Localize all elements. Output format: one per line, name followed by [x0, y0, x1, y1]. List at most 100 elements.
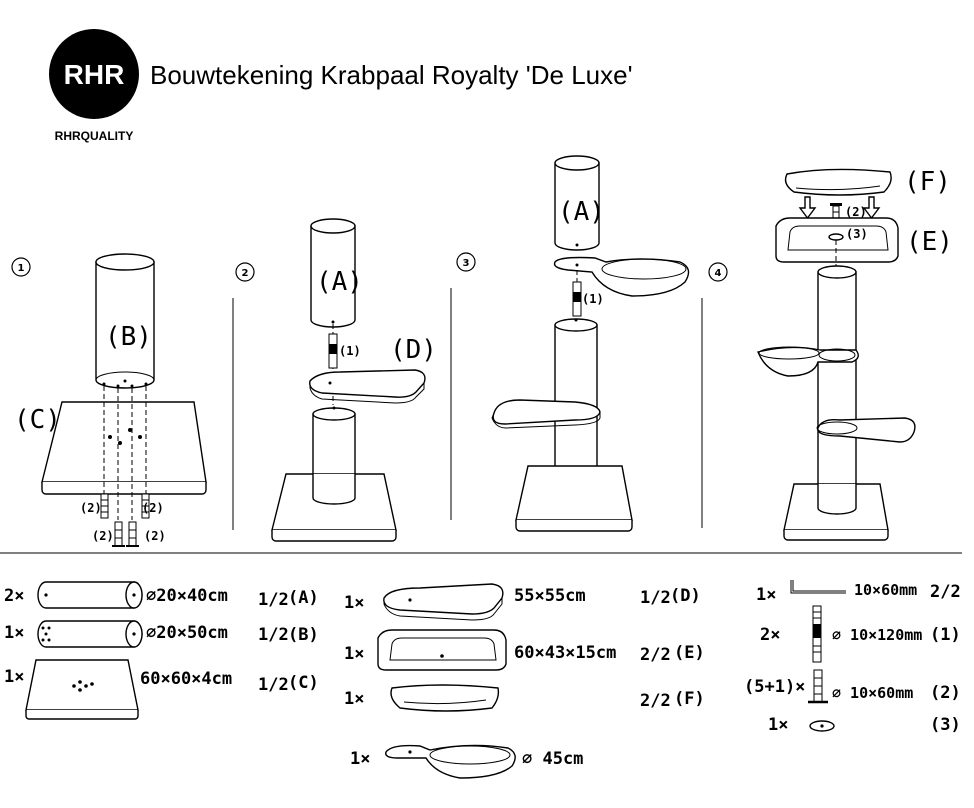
screw-icon — [100, 493, 109, 519]
label-f: (F) — [904, 167, 951, 197]
step-number: 1 — [18, 263, 25, 274]
step-1: 1 (B) (C) (2) (2) (2) (2) — [11, 253, 207, 547]
screw-label: (2) — [92, 529, 114, 543]
screw-label: (2) — [80, 501, 102, 515]
logo-mark: RHR — [64, 59, 125, 90]
base — [515, 465, 633, 521]
step-number-badge — [708, 262, 728, 282]
label-b: (B) — [105, 322, 152, 352]
hw-code: (2) — [930, 683, 961, 703]
screw-icon — [126, 521, 139, 547]
part-code: (C) — [288, 673, 319, 693]
hw-qty: 1× — [768, 715, 788, 735]
hardware-row: 2× ∅ 10×120mm (1) — [760, 605, 961, 663]
part-ratio: 2/2 — [640, 691, 671, 711]
part-code: (D) — [670, 586, 701, 606]
pillar-a — [554, 162, 600, 251]
screw-label: (1) — [582, 292, 604, 306]
part-qty: 1× — [350, 749, 370, 769]
header: RHR RHRQUALITY Bouwtekening Krabpaal Roy… — [49, 29, 633, 143]
part-ratio: 2/2 — [640, 645, 671, 665]
part-row: 1× ∅ 45cm — [350, 744, 583, 779]
part-size: 55×55cm — [514, 586, 586, 606]
cushion-f-icon — [390, 684, 500, 712]
part-row: 1× ∅20×50cm 1/2 (B) — [4, 620, 319, 648]
base-c — [41, 401, 207, 483]
step-4: 4 (F) (2) (3) (E) — [708, 167, 953, 541]
part-qty: 1× — [344, 689, 364, 709]
step-number-badge — [235, 262, 255, 282]
part-size: ∅20×50cm — [146, 623, 228, 643]
hw-size: 10×60mm — [854, 581, 917, 599]
arrow-down-icon — [862, 196, 881, 220]
part-ratio: 1/2 — [258, 675, 289, 695]
screw-label: (1) — [339, 344, 361, 358]
part-code: (A) — [288, 588, 319, 608]
bolt-icon — [812, 605, 822, 663]
label-e: (E) — [906, 227, 953, 257]
part-qty: 1× — [4, 667, 24, 687]
label-a: (A) — [316, 267, 363, 297]
allen-key-icon — [790, 580, 846, 594]
hardware-list: 1× 10×60mm 2/2 2× ∅ 10×120mm (1) (5+1)× — [744, 580, 961, 735]
label-a: (A) — [558, 197, 605, 227]
cushion-f — [784, 168, 892, 196]
parts-list-middle: 1× 55×55cm 1/2 (D) 1× 60×43×15cm 2/2 (E)… — [344, 583, 705, 779]
part-code: (F) — [674, 689, 705, 709]
bed-e-icon — [377, 629, 507, 671]
hw-qty: (5+1)× — [744, 677, 805, 697]
bowl-icon — [385, 744, 516, 779]
screw-label: (2) — [845, 205, 867, 219]
part-row: 1× 60×43×15cm 2/2 (E) — [344, 629, 705, 671]
step-number: 3 — [463, 258, 470, 269]
part-code: (E) — [674, 643, 705, 663]
part-row: 1× 55×55cm 1/2 (D) — [344, 583, 701, 621]
pillar-a — [310, 225, 356, 328]
part-row: 1× 2/2 (F) — [344, 684, 705, 712]
bowl-platform — [553, 256, 690, 297]
part-code: (B) — [288, 625, 319, 645]
hw-qty: 2× — [760, 625, 780, 645]
bolt-icon — [328, 333, 338, 369]
hw-size: ∅ 10×120mm — [832, 626, 922, 644]
bolt-icon — [572, 281, 582, 317]
screw-label: (2) — [142, 501, 164, 515]
platform-d — [309, 369, 426, 398]
logo-caption: RHRQUALITY — [55, 129, 134, 143]
part-qty: 1× — [344, 593, 364, 613]
part-ratio: 1/2 — [640, 588, 671, 608]
base-c-icon — [25, 659, 139, 711]
step-2: 2 (A) (1) (D) — [235, 218, 437, 542]
part-qty: 1× — [4, 623, 24, 643]
step-number-badge — [456, 252, 476, 272]
platform-d — [817, 417, 916, 443]
page-title: Bouwtekening Krabpaal Royalty 'De Luxe' — [150, 60, 633, 90]
part-qty: 1× — [344, 644, 364, 664]
step-number: 4 — [715, 268, 722, 279]
hw-code: (1) — [930, 625, 961, 645]
label-d: (D) — [390, 335, 437, 365]
part-ratio: 1/2 — [258, 590, 289, 610]
hw-code: (3) — [930, 715, 961, 735]
part-size: 60×60×4cm — [140, 669, 232, 689]
hardware-row: (5+1)× ∅ 10×60mm (2) — [744, 669, 961, 704]
screw-icon — [141, 493, 150, 519]
screw-icon — [112, 521, 125, 547]
arrow-down-icon — [798, 196, 817, 220]
logo-circle — [49, 29, 139, 119]
part-size: ∅ 45cm — [522, 749, 583, 769]
screw-label: (2) — [144, 529, 166, 543]
hardware-row: 1× 10×60mm 2/2 — [756, 580, 961, 605]
screw-label: (3) — [846, 227, 868, 241]
part-qty: 2× — [4, 586, 24, 606]
step-3: 3 (A) (1) — [456, 155, 690, 532]
part-ratio: 1/2 — [258, 625, 289, 645]
part-size: 60×43×15cm — [514, 643, 616, 663]
part-size: ∅20×40cm — [146, 586, 228, 606]
part-row: 1× 60×60×4cm 1/2 (C) — [4, 659, 319, 720]
screw-icon — [808, 669, 828, 704]
platform-d-icon — [383, 583, 504, 615]
hardware-row: 1× (3) — [768, 715, 961, 735]
hw-size: ∅ 10×60mm — [832, 684, 913, 702]
